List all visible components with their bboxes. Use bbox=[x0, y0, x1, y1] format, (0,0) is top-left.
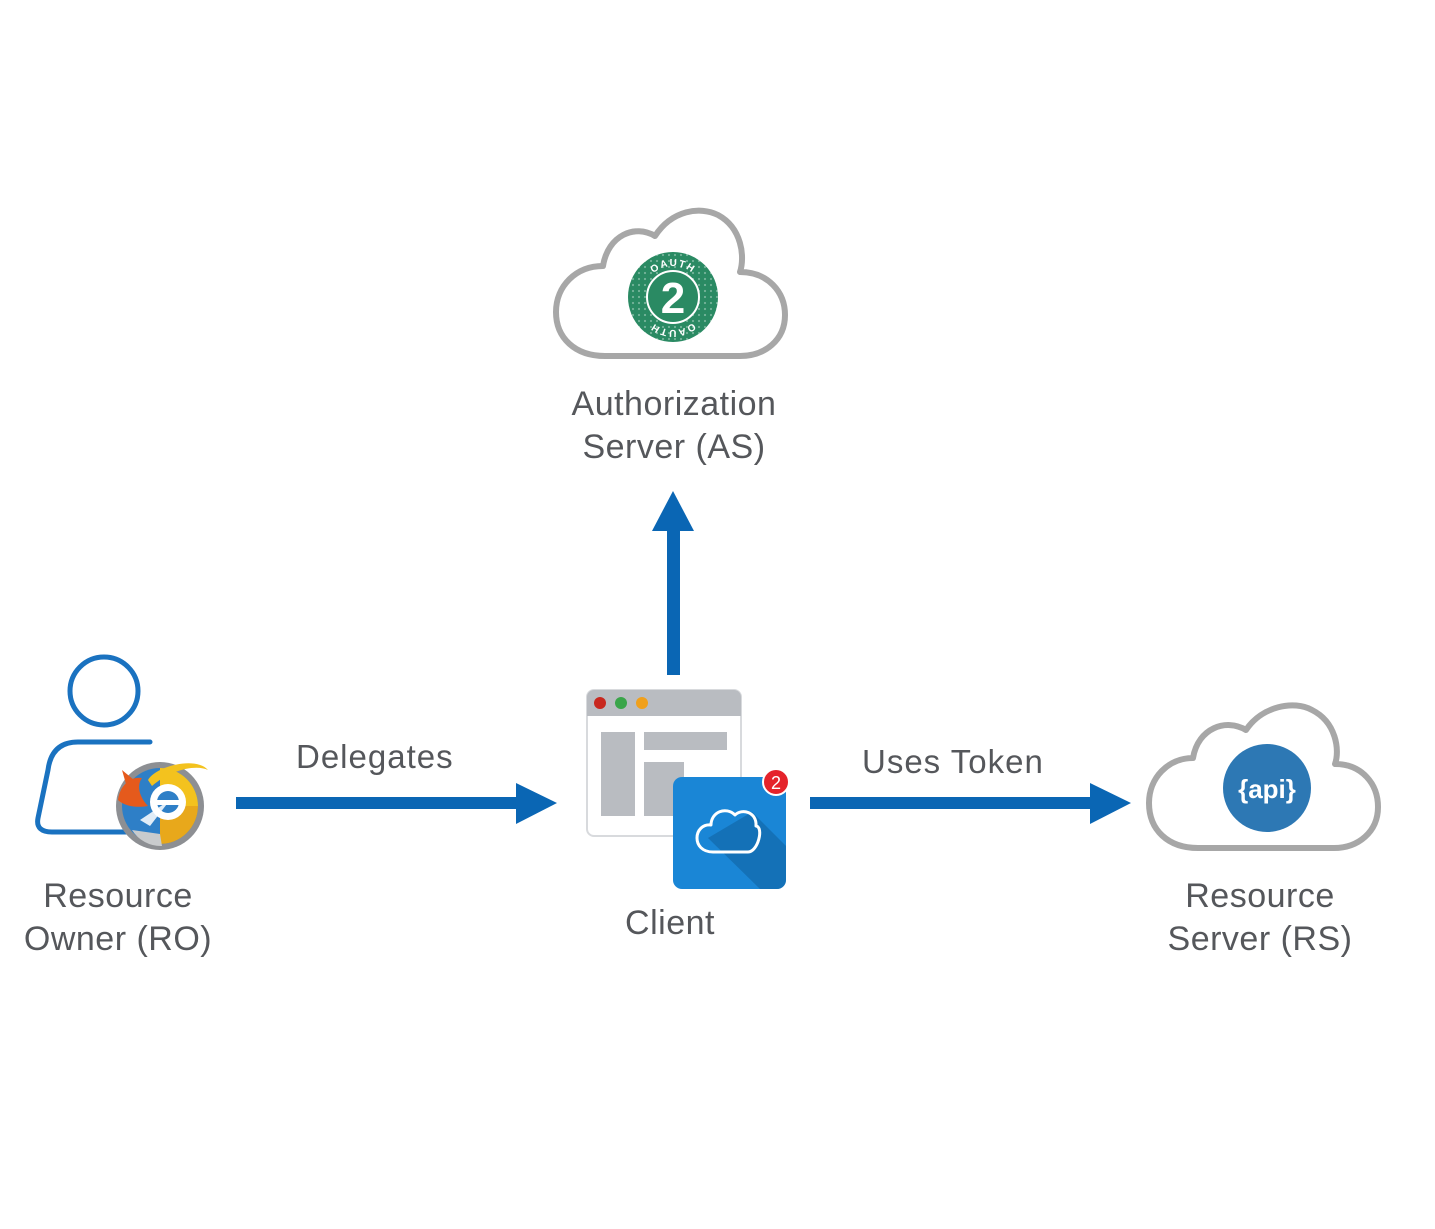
authorization-server-label-line1: Authorization bbox=[571, 385, 777, 423]
uses-token-arrow-icon bbox=[810, 783, 1131, 824]
uses-token-edge-label: Uses Token bbox=[862, 743, 1044, 780]
oauth2-logo-icon: 2 OAUTH OAUTH bbox=[628, 252, 718, 342]
oauth2-logo-text-bottom: OAUTH bbox=[649, 320, 698, 338]
api-logo-icon: {api} bbox=[1223, 744, 1311, 832]
person-icon bbox=[35, 654, 153, 835]
resource-server-label-line2: Server (RS) bbox=[1167, 920, 1353, 958]
client-label: Client bbox=[570, 902, 770, 945]
resource-server-label-line1: Resource bbox=[1185, 877, 1335, 915]
api-logo-text: {api} bbox=[1238, 774, 1296, 804]
oauth2-logo-number: 2 bbox=[661, 274, 685, 323]
client-label-text: Client bbox=[625, 904, 715, 942]
browser-logos-icon bbox=[116, 762, 208, 850]
authorization-server-label-line2: Server (AS) bbox=[582, 428, 766, 466]
delegates-edge-label: Delegates bbox=[296, 738, 454, 775]
resource-owner-label-line2: Owner (RO) bbox=[23, 920, 213, 958]
authorization-server-label: Authorization Server (AS) bbox=[524, 383, 824, 469]
notification-badge-icon: 2 bbox=[762, 768, 790, 796]
client-badge-count: 2 bbox=[771, 773, 781, 793]
cloud-app-icon bbox=[673, 777, 786, 889]
resource-server-label: Resource Server (RS) bbox=[1130, 875, 1390, 961]
arrow-to-authorization-server bbox=[652, 491, 694, 675]
delegates-arrow-icon bbox=[236, 783, 557, 824]
resource-owner-label-line1: Resource bbox=[43, 877, 193, 915]
resource-owner-label: Resource Owner (RO) bbox=[0, 875, 236, 961]
svg-text:OAUTH: OAUTH bbox=[649, 320, 698, 338]
